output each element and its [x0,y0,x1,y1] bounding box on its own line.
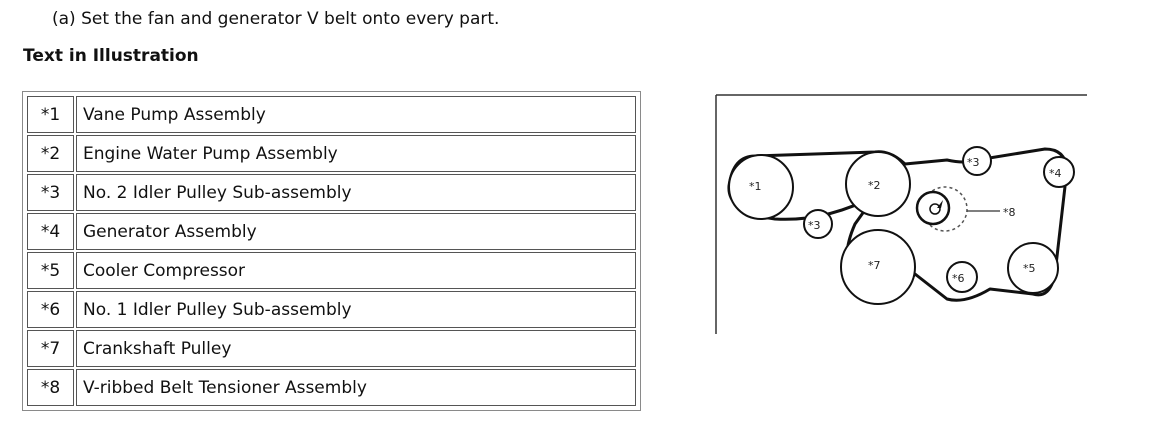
pulley-3-upper [962,146,992,176]
pulley-4-label: *4 [1049,167,1062,180]
pulley-2-label: *2 [868,179,881,192]
pulley-7 [840,229,916,305]
table-row: *2 Engine Water Pump Assembly [27,135,636,172]
pulley-3-lower-label: *3 [808,219,821,232]
legend-code: *3 [27,174,74,211]
legend-table: *1 Vane Pump Assembly *2 Engine Water Pu… [22,91,641,411]
legend-code: *2 [27,135,74,172]
table-row: *1 Vane Pump Assembly [27,96,636,133]
legend-label: Vane Pump Assembly [76,96,636,133]
legend-code: *4 [27,213,74,250]
legend-code: *8 [27,369,74,406]
table-row: *6 No. 1 Idler Pulley Sub-assembly [27,291,636,328]
pulley-5-label: *5 [1023,262,1036,275]
pulley-1 [728,154,794,220]
tensioner-pulley [915,190,951,226]
table-row: *5 Cooler Compressor [27,252,636,289]
legend-grid: *1 Vane Pump Assembly *2 Engine Water Pu… [25,94,638,408]
tensioner-arrow-icon [937,200,943,208]
table-row: *4 Generator Assembly [27,213,636,250]
belt-routing-diagram: *1 *2 *3 *3 *4 *8 *7 *6 *5 [715,94,1087,334]
legend-label: V-ribbed Belt Tensioner Assembly [76,369,636,406]
pulley-7-label: *7 [868,259,881,272]
legend-label: No. 1 Idler Pulley Sub-assembly [76,291,636,328]
legend-code: *6 [27,291,74,328]
legend-label: Engine Water Pump Assembly [76,135,636,172]
legend-code: *5 [27,252,74,289]
tensioner-label: *8 [1003,206,1016,219]
section-title: Text in Illustration [23,46,199,66]
legend-label: Crankshaft Pulley [76,330,636,367]
pulley-3-lower [803,209,833,239]
pulley-4 [1043,156,1075,188]
legend-label: Generator Assembly [76,213,636,250]
table-row: *3 No. 2 Idler Pulley Sub-assembly [27,174,636,211]
table-row: *7 Crankshaft Pulley [27,330,636,367]
belt-routing-svg: *1 *2 *3 *3 *4 *8 *7 *6 *5 [715,94,1087,334]
legend-code: *1 [27,96,74,133]
pulley-1-label: *1 [749,180,762,193]
legend-label: No. 2 Idler Pulley Sub-assembly [76,174,636,211]
instruction-text: (a) Set the fan and generator V belt ont… [52,9,500,29]
pulley-5 [1007,242,1059,294]
pulley-3-upper-label: *3 [967,156,980,169]
pulley-6 [946,261,978,293]
pulley-2 [845,151,911,217]
pulley-6-label: *6 [952,272,965,285]
tensioner-hub [929,203,941,215]
legend-code: *7 [27,330,74,367]
legend-label: Cooler Compressor [76,252,636,289]
table-row: *8 V-ribbed Belt Tensioner Assembly [27,369,636,406]
